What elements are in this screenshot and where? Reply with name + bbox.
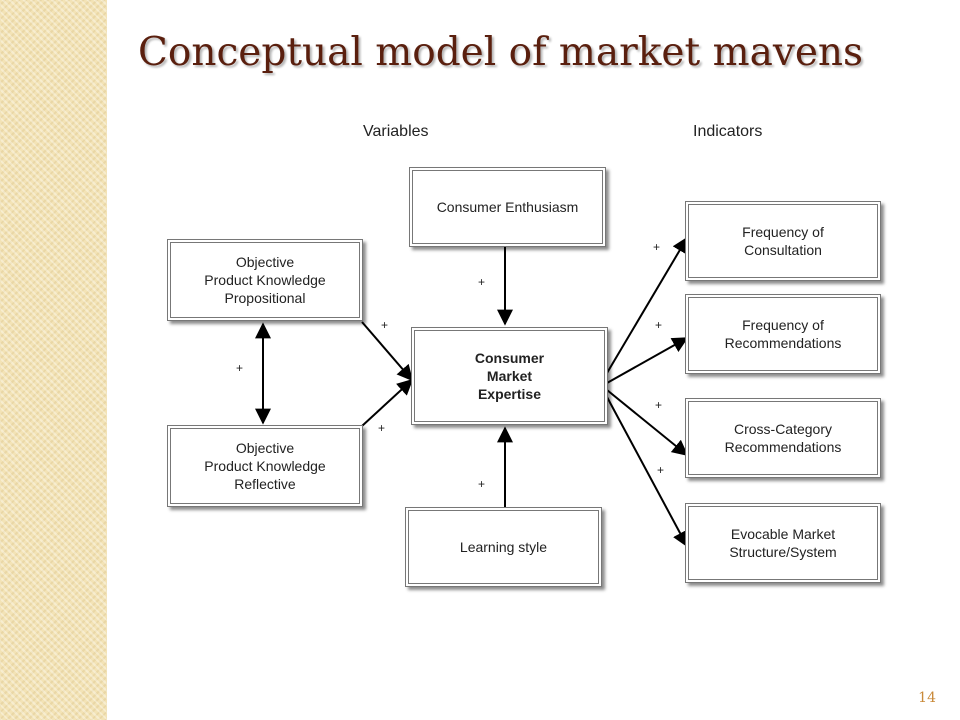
arrow-reflective-to-expertise <box>361 378 414 427</box>
frequency-of-consultation-box: Frequency of Consultation <box>688 204 878 278</box>
arrow-expertise-to-consultation <box>606 236 688 374</box>
frequency-of-recommendations-box: Frequency of Recommendations <box>688 297 878 371</box>
variables-header: Variables <box>363 123 429 140</box>
sign-learning: + <box>478 477 486 491</box>
cross-category-recommendations-box: Cross-Category Recommendations <box>688 401 878 475</box>
learning-style-box: Learning style <box>408 510 599 584</box>
consumer-enthusiasm-box: Consumer Enthusiasm <box>412 170 603 244</box>
product-knowledge-reflective-box: Objective Product Knowledge Reflective <box>170 428 360 504</box>
arrow-expertise-to-cross-category <box>606 389 689 457</box>
indicators-header: Indicators <box>693 123 763 140</box>
sign-reflective: + <box>378 421 386 435</box>
product-knowledge-propositional-box: Objective Product Knowledge Propositiona… <box>170 242 360 318</box>
sign-consultation: + <box>653 240 661 254</box>
arrow-expertise-to-evocable <box>606 396 688 548</box>
arrow-expertise-to-recommendations <box>606 337 689 384</box>
slide-title: Conceptual model of market mavens <box>138 30 864 75</box>
consumer-market-expertise-box: Consumer Market Expertise <box>414 330 605 422</box>
sign-propositional: + <box>381 318 389 332</box>
evocable-market-structure-box: Evocable Market Structure/System <box>688 506 878 580</box>
sign-evocable: + <box>657 463 665 477</box>
arrow-propositional-to-expertise <box>361 321 414 382</box>
sign-knowledge-link: + <box>236 361 244 375</box>
decorative-side-strip <box>0 0 107 720</box>
sign-enthusiasm: + <box>478 275 486 289</box>
sign-recommendations: + <box>655 318 663 332</box>
sign-cross-category: + <box>655 398 663 412</box>
page-number: 14 <box>918 690 936 706</box>
